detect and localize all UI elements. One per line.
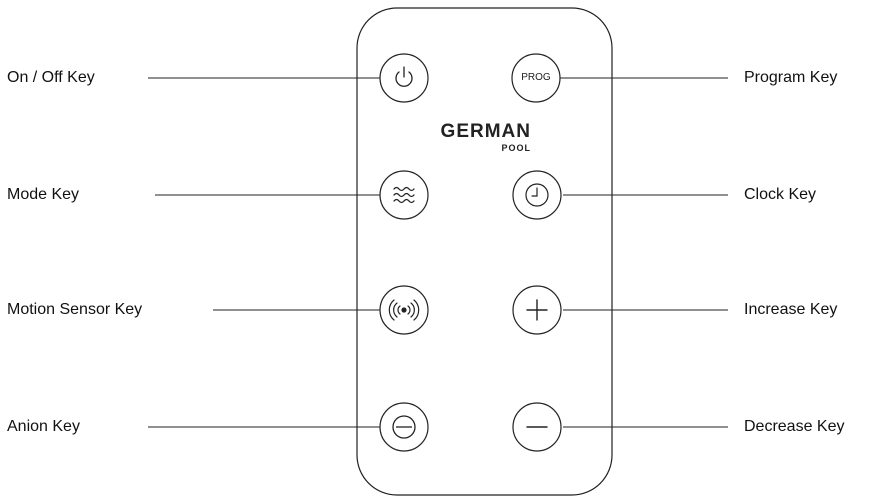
label-anion: Anion Key xyxy=(7,418,80,435)
on-off-button[interactable] xyxy=(379,53,429,103)
label-clock: Clock Key xyxy=(744,186,817,203)
brand-name: GERMAN xyxy=(440,121,531,142)
program-button[interactable] xyxy=(511,53,561,103)
plus-icon xyxy=(526,299,548,321)
decrease-button[interactable] xyxy=(512,402,562,452)
waves-icon xyxy=(393,186,415,204)
label-on-off: On / Off Key xyxy=(7,69,95,86)
brand-logo: GERMAN POOL xyxy=(415,121,531,154)
leader-lines xyxy=(148,77,728,428)
increase-button[interactable] xyxy=(512,285,562,335)
mode-button[interactable] xyxy=(379,170,429,220)
power-icon xyxy=(395,66,413,87)
program-button-text: PROG xyxy=(521,72,551,83)
label-increase: Increase Key xyxy=(744,301,838,318)
motion-sensor-button[interactable] xyxy=(379,285,429,335)
label-decrease: Decrease Key xyxy=(744,418,845,435)
clock-button[interactable] xyxy=(512,170,562,220)
label-motion-sensor: Motion Sensor Key xyxy=(7,301,143,318)
label-program: Program Key xyxy=(744,69,838,86)
brand-sub: POOL xyxy=(501,143,531,153)
label-mode: Mode Key xyxy=(7,186,80,203)
minus-circle-icon xyxy=(392,415,416,439)
clock-icon xyxy=(525,183,549,207)
wireless-icon xyxy=(388,299,420,321)
anion-button[interactable] xyxy=(379,402,429,452)
remote-body xyxy=(356,7,613,496)
